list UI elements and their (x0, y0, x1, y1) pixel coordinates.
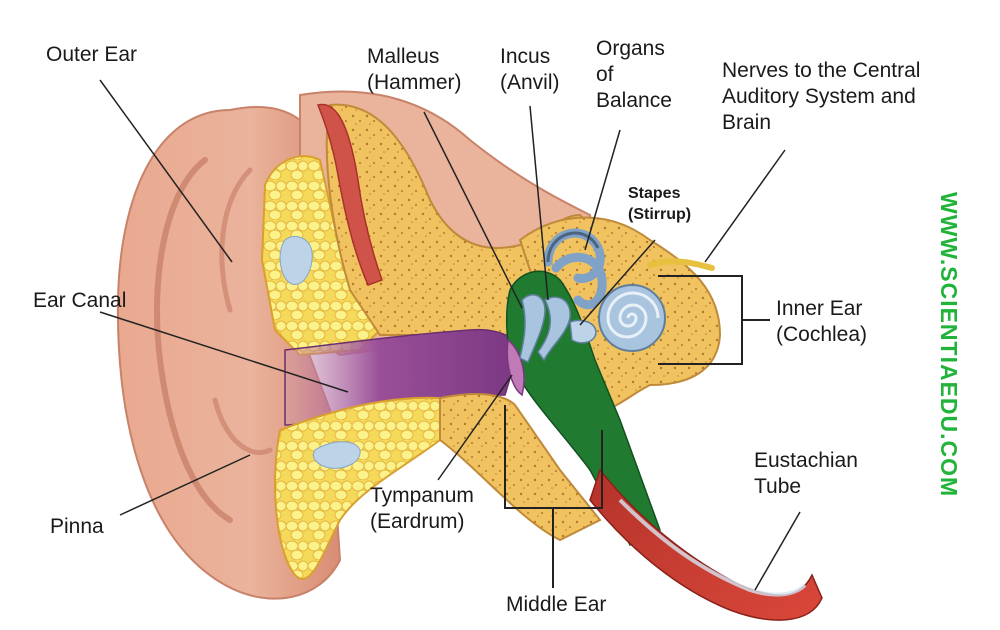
leader-incus (529, 105, 549, 301)
leader-nerves (704, 149, 786, 263)
leader-eustachian (754, 511, 801, 591)
eardrum-membrane (506, 338, 525, 397)
label-malleus-line-1: Malleus (367, 45, 440, 68)
label-eustachian-line-2: Tube (754, 475, 802, 498)
leader-tympanum (437, 374, 513, 481)
label-tympanum: Tympanum (Eardrum) (370, 483, 474, 535)
muscle-strip (316, 103, 383, 286)
label-stapes: Stapes (Stirrup) (628, 183, 691, 225)
cochlea-spiral (606, 291, 660, 339)
label-nerves-line-3: Brain (722, 111, 772, 134)
leader-organs-balance (584, 129, 621, 251)
label-tympanum-line-1: Tympanum (370, 484, 474, 507)
label-organs-of-balance: Organs of Balance (596, 36, 672, 114)
lower-fat-tissue (274, 396, 472, 580)
label-organs-line-2: of (596, 63, 614, 86)
fat-blue-spot-2 (313, 441, 361, 469)
semicircular-canals-shade (546, 231, 600, 263)
label-nerves: Nerves to the Central Auditory System an… (722, 58, 920, 136)
stapes-bone (569, 319, 597, 344)
label-organs-line-3: Balance (596, 89, 672, 112)
label-incus: Incus (Anvil) (500, 44, 560, 96)
label-organs-line-1: Organs (596, 37, 665, 60)
eustachian-tube-shape (589, 468, 823, 621)
leader-ear-canal (99, 311, 349, 393)
label-incus-line-1: Incus (500, 45, 551, 68)
label-tympanum-line-2: (Eardrum) (370, 510, 465, 533)
bracket-middle-ear (504, 405, 603, 588)
lower-bone (439, 393, 602, 542)
label-ear-canal: Ear Canal (33, 289, 127, 312)
watermark-text: WWW.SCIENTIAEDU.COM (936, 192, 962, 498)
leader-stapes (579, 239, 656, 326)
label-stapes-line-2: (Stirrup) (628, 206, 692, 223)
fat-blue-spot-1 (279, 236, 313, 285)
label-middle-ear: Middle Ear (506, 593, 607, 616)
label-inner-ear-line-1: Inner Ear (776, 297, 863, 320)
label-nerves-line-1: Nerves to the Central (722, 59, 921, 82)
pinna-fold (154, 157, 233, 523)
label-inner-ear-line-2: (Cochlea) (776, 323, 868, 346)
label-inner-ear: Inner Ear (Cochlea) (776, 296, 867, 348)
incus-bone (537, 296, 571, 362)
label-pinna: Pinna (50, 515, 104, 538)
bracket-inner-ear (658, 275, 770, 365)
label-stapes-line-1: Stapes (628, 185, 681, 202)
leader-pinna (119, 454, 251, 516)
auditory-nerve (647, 258, 715, 271)
label-eustachian-line-1: Eustachian (754, 449, 858, 472)
leader-outer-ear (99, 79, 233, 263)
label-eustachian-tube: Eustachian Tube (754, 448, 858, 500)
pinna-inner-fold (212, 167, 273, 455)
malleus-bone (519, 294, 546, 364)
leader-lines (99, 79, 801, 591)
label-nerves-line-2: Auditory System and (722, 85, 916, 108)
leader-malleus (423, 111, 523, 309)
label-outer-ear: Outer Ear (46, 43, 138, 66)
label-malleus-line-2: (Hammer) (367, 71, 462, 94)
label-incus-line-2: (Anvil) (500, 71, 560, 94)
eustachian-tube-lumen (618, 498, 807, 597)
label-malleus: Malleus (Hammer) (367, 44, 462, 96)
